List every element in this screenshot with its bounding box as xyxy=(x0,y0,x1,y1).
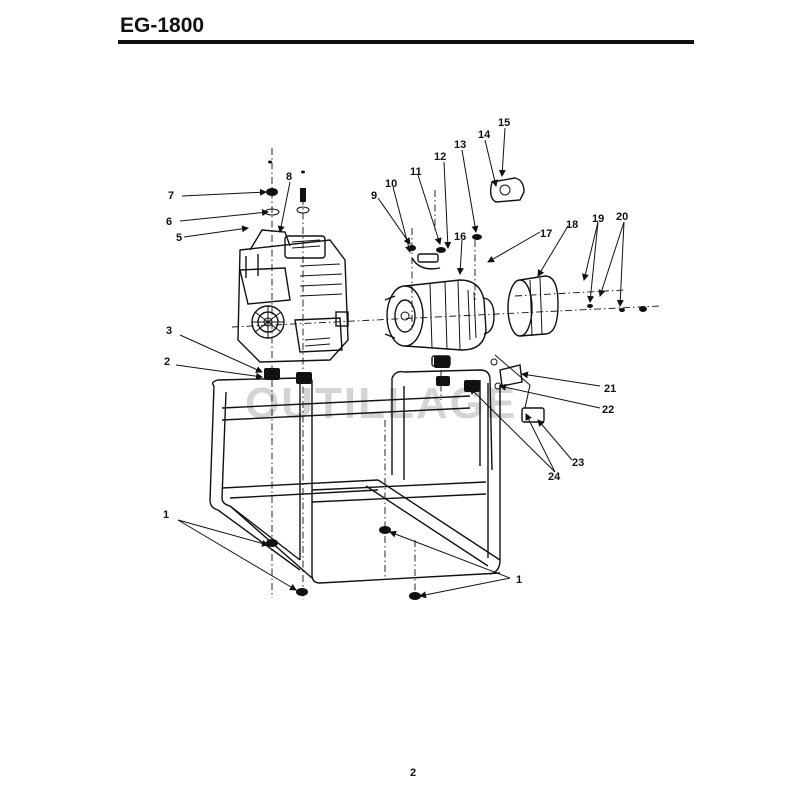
callout-13: 13 xyxy=(454,139,466,151)
anti-vibration-mounts xyxy=(264,356,480,392)
callout-19: 19 xyxy=(592,213,604,225)
callout-1-right: 1 xyxy=(516,574,522,586)
callout-7: 7 xyxy=(168,190,174,202)
control-box xyxy=(489,177,525,203)
callout-10: 10 xyxy=(385,178,397,190)
callout-18: 18 xyxy=(566,219,578,231)
callout-14: 14 xyxy=(478,129,491,141)
end-cover-band xyxy=(507,275,559,337)
title-rule xyxy=(118,40,694,44)
page-title: EG-1800 xyxy=(120,14,205,37)
callout-15: 15 xyxy=(498,117,510,129)
leader-lines xyxy=(175,127,625,599)
alternator-assembly xyxy=(384,253,495,367)
callout-3: 3 xyxy=(166,325,172,337)
callout-1-left: 1 xyxy=(163,509,169,521)
callout-2: 2 xyxy=(164,356,170,368)
engine-assembly xyxy=(237,229,349,363)
callout-21: 21 xyxy=(604,383,616,395)
callout-11: 11 xyxy=(410,166,422,178)
callout-labels: 1 2 3 5 6 7 8 9 10 11 12 13 14 15 16 17 … xyxy=(163,117,628,586)
callout-9: 9 xyxy=(371,190,377,202)
upper-axis xyxy=(514,289,626,297)
hardware-fasteners xyxy=(264,160,647,600)
callout-12: 12 xyxy=(434,151,446,163)
callout-24: 24 xyxy=(548,471,561,483)
callout-17: 17 xyxy=(540,228,552,240)
callout-8: 8 xyxy=(286,171,292,183)
callout-16: 16 xyxy=(454,231,466,243)
page-number: 2 xyxy=(409,767,417,779)
callout-5: 5 xyxy=(176,232,182,244)
small-parts xyxy=(490,354,545,423)
callout-22: 22 xyxy=(602,404,614,416)
tubular-frame xyxy=(209,369,501,584)
callout-23: 23 xyxy=(572,457,584,469)
callout-6: 6 xyxy=(166,216,172,228)
callout-20: 20 xyxy=(616,211,628,223)
